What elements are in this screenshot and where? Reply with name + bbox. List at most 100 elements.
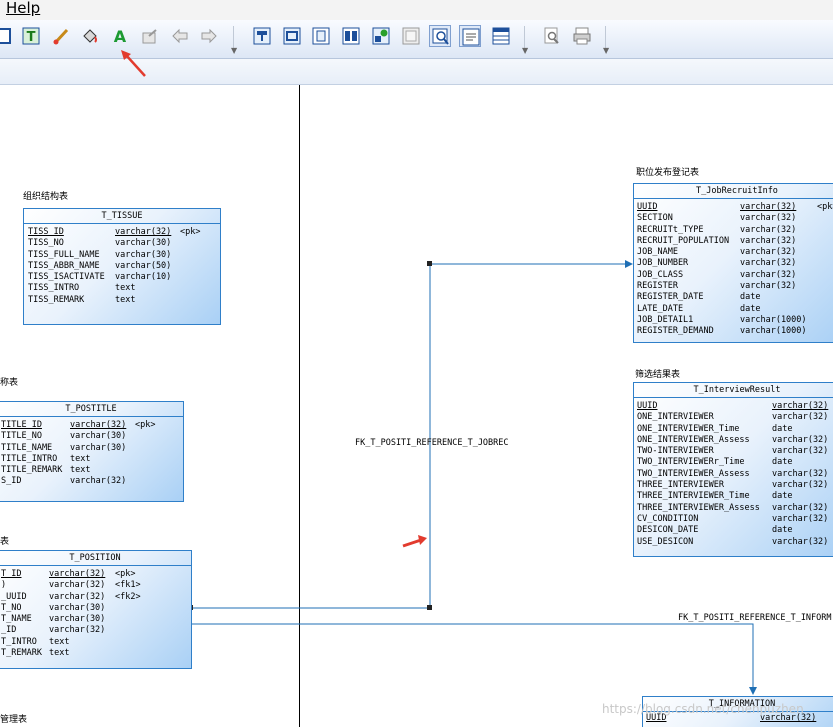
table-icon[interactable] <box>251 25 273 47</box>
column-name: JOB_CLASS <box>637 269 684 280</box>
chevron-down-icon-2[interactable]: ▼ <box>522 46 529 55</box>
chevron-down-icon-3[interactable]: ▼ <box>603 46 610 55</box>
export-icon[interactable] <box>139 25 161 47</box>
toolbar-grip[interactable] <box>226 26 234 52</box>
print-icon[interactable] <box>571 25 593 47</box>
procedure-icon[interactable] <box>310 25 332 47</box>
ref-handle-2 <box>427 605 432 610</box>
column-type: varchar(32) <box>740 224 797 235</box>
brush-icon[interactable] <box>50 25 72 47</box>
column-name: TWO_INTERVIEWER_Assess <box>637 468 750 479</box>
fill-color-icon[interactable] <box>79 25 101 47</box>
print-preview-icon[interactable] <box>541 25 563 47</box>
table-row[interactable]: )varchar(32)<fk1> <box>0 580 191 591</box>
toolbar-grip-3[interactable] <box>598 26 606 52</box>
package-icon[interactable] <box>340 25 362 47</box>
ref-handle-1 <box>427 261 432 266</box>
column-type: varchar(50) <box>115 260 172 271</box>
column-name: JOB_DETAIL1 <box>637 314 694 325</box>
column-type: varchar(1000) <box>740 314 807 325</box>
menu-help[interactable]: Help <box>6 0 41 17</box>
table-title: T_TISSUE <box>24 209 220 224</box>
caption-tissue: 组织结构表 <box>23 192 69 202</box>
note-icon[interactable] <box>459 25 481 47</box>
toolbar: T A ▼ ▼ <box>0 20 833 59</box>
reference-icon[interactable] <box>370 25 392 47</box>
image-icon[interactable] <box>400 25 422 47</box>
table-t-jobrecruitinfo[interactable]: T_JobRecruitInfo UUIDvarchar(32)<pk>SECT… <box>633 183 833 343</box>
column-type: varchar(32) <box>115 227 172 237</box>
column-name: TISS_ABBR_NAME <box>28 260 100 271</box>
reference-label-inform[interactable]: FK_T_POSITI_REFERENCE_T_INFORM <box>678 613 832 623</box>
font-icon[interactable]: A <box>109 25 131 47</box>
text-icon[interactable]: T <box>20 25 42 47</box>
table-row[interactable]: JOB_DETAIL1 varchar(1000) <box>634 315 833 326</box>
reference-label-jobrec[interactable]: FK_T_POSITI_REFERENCE_T_JOBREC <box>355 438 509 448</box>
redo-icon[interactable] <box>198 25 220 47</box>
table-title: T_InterviewResult <box>634 383 833 398</box>
zoom-icon[interactable] <box>429 25 451 47</box>
new-icon[interactable] <box>0 25 14 47</box>
column-type: varchar(30) <box>49 614 106 625</box>
view-icon[interactable] <box>281 25 303 47</box>
column-name: TITLE_ID <box>1 420 42 430</box>
toolbar-grip-2[interactable] <box>517 26 525 52</box>
table-row[interactable]: TISS_ABBR_NAME varchar(50) <box>24 261 220 272</box>
grid-icon[interactable] <box>490 25 512 47</box>
undo-icon[interactable] <box>169 25 191 47</box>
column-type: text <box>70 465 91 476</box>
chevron-down-icon[interactable]: ▼ <box>231 46 238 55</box>
